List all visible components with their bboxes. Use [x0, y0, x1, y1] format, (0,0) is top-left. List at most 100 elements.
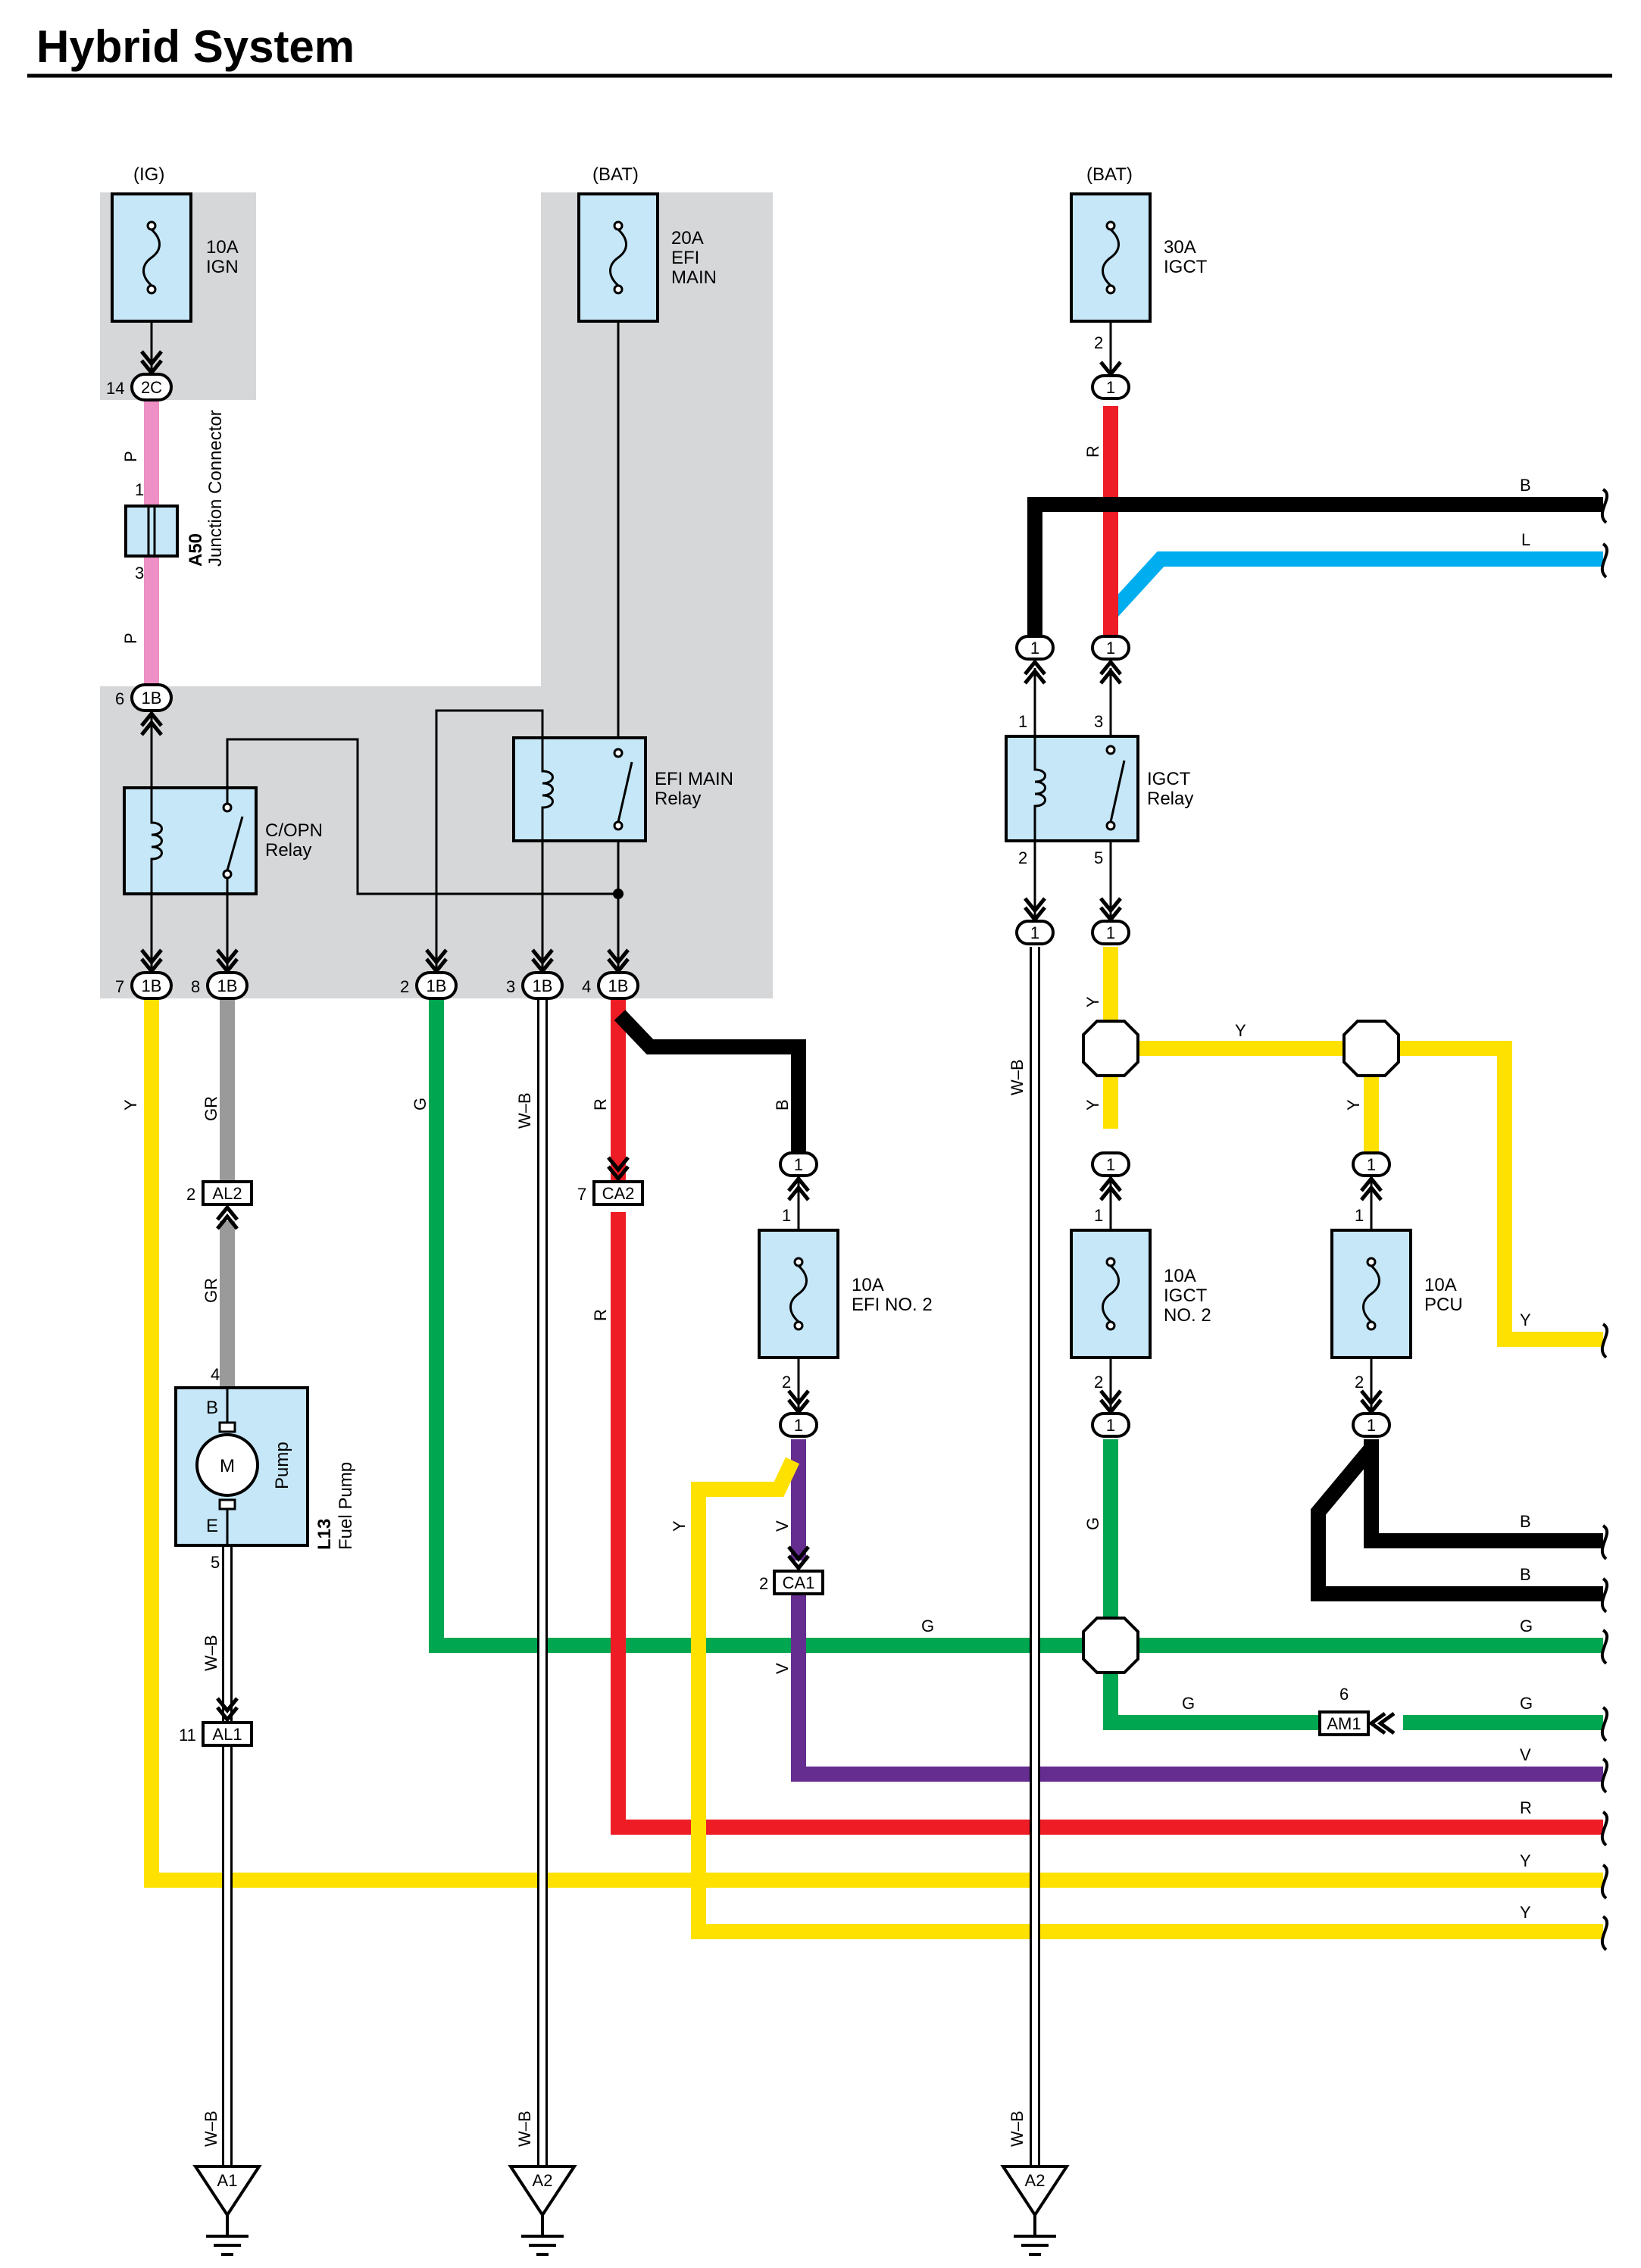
svg-text:V: V: [1520, 1745, 1531, 1764]
svg-text:Y: Y: [1520, 1903, 1531, 1922]
connector-2c: 2C: [130, 351, 173, 401]
svg-text:7: 7: [115, 977, 124, 996]
svg-text:A50: A50: [186, 533, 206, 567]
svg-text:Y: Y: [1235, 1021, 1246, 1040]
svg-text:1: 1: [1355, 1206, 1364, 1225]
svg-text:1: 1: [1094, 1206, 1103, 1225]
connector-1b-pin8: 1B: [206, 950, 248, 1000]
svg-text:W–B: W–B: [515, 1092, 534, 1129]
svg-text:B: B: [1520, 1565, 1531, 1584]
svg-text:Y: Y: [1520, 1311, 1531, 1329]
svg-text:1: 1: [1030, 923, 1039, 942]
svg-text:L13: L13: [314, 1519, 335, 1550]
inline-connectors: AL2 CA2 CA1 AL1 AM1: [202, 1157, 1396, 1747]
svg-text:IGCT: IGCT: [1164, 257, 1208, 277]
ground-a1: A1: [194, 2165, 261, 2256]
fuse-igct: 30A IGCT: [1070, 192, 1208, 323]
svg-text:1B: 1B: [217, 976, 238, 995]
connector-ca1: CA1: [773, 1547, 824, 1595]
page-title: Hybrid System: [36, 21, 355, 72]
ground-a2-right: A2: [1002, 2165, 1068, 2256]
fuel-pump-l13: M B E Pump L13 Fuel Pump: [174, 1386, 356, 1550]
svg-text:Y: Y: [1520, 1851, 1531, 1870]
svg-text:1B: 1B: [608, 976, 629, 995]
svg-text:1: 1: [1106, 378, 1115, 397]
svg-text:2: 2: [186, 1185, 195, 1204]
svg-text:A1: A1: [217, 2171, 238, 2190]
connector-1b-pin7: 1B: [130, 950, 173, 1000]
connector-relay-in-1: 1: [1015, 635, 1055, 683]
svg-text:1: 1: [135, 480, 144, 499]
svg-text:2C: 2C: [141, 378, 162, 397]
source-bat-2: (BAT): [1086, 164, 1133, 185]
connector-efi2-out: 1: [779, 1357, 818, 1438]
connector-relay-out-2: 1: [1015, 898, 1055, 945]
svg-text:5: 5: [1094, 848, 1103, 867]
svg-text:1: 1: [1367, 1416, 1376, 1435]
relay-igct: IGCT Relay: [1005, 735, 1193, 842]
svg-text:5: 5: [211, 1553, 220, 1572]
connector-relay-in-3: 1: [1091, 635, 1130, 683]
svg-text:B: B: [206, 1398, 218, 1418]
svg-text:1B: 1B: [533, 976, 553, 995]
svg-text:C/OPN: C/OPN: [265, 820, 323, 841]
svg-text:EFI: EFI: [671, 248, 699, 268]
source-ig: (IG): [133, 164, 164, 185]
connector-igct-in: 1: [1091, 362, 1130, 400]
svg-text:P: P: [121, 633, 140, 644]
svg-text:GR: GR: [202, 1096, 220, 1121]
connector-1b-pin4: 1B: [597, 950, 639, 1000]
svg-text:G: G: [1520, 1617, 1533, 1635]
svg-text:B: B: [1520, 1512, 1531, 1531]
svg-text:L: L: [1521, 530, 1530, 549]
svg-text:20A: 20A: [671, 228, 704, 248]
connector-am1: AM1: [1318, 1710, 1396, 1736]
svg-text:MAIN: MAIN: [671, 267, 717, 288]
svg-text:W–B: W–B: [202, 1635, 220, 1671]
svg-text:1: 1: [1018, 712, 1027, 731]
svg-text:EFI NO. 2: EFI NO. 2: [852, 1295, 933, 1315]
svg-text:A2: A2: [1025, 2171, 1046, 2190]
svg-text:R: R: [591, 1098, 610, 1111]
svg-text:3: 3: [506, 977, 515, 996]
connector-pcu-in: 1: [1352, 1151, 1391, 1230]
svg-text:Y: Y: [670, 1520, 689, 1532]
connector-al2: AL2: [202, 1180, 253, 1229]
connector-al1: AL1: [202, 1698, 253, 1747]
svg-text:2: 2: [782, 1373, 791, 1392]
svg-text:E: E: [206, 1516, 218, 1536]
svg-text:1: 1: [1106, 1416, 1115, 1435]
wire-black-pcu-1: [1364, 1439, 1603, 1548]
svg-text:4: 4: [582, 977, 591, 996]
fuse-efi-no2: 10A EFI NO. 2: [758, 1229, 933, 1359]
svg-text:W–B: W–B: [202, 2110, 220, 2147]
svg-text:IGCT: IGCT: [1147, 769, 1191, 789]
wire-black-efi2: [614, 1010, 806, 1151]
svg-text:2: 2: [1355, 1373, 1364, 1392]
svg-text:1: 1: [782, 1206, 791, 1225]
svg-text:CA1: CA1: [783, 1573, 815, 1592]
svg-text:Junction Connector: Junction Connector: [205, 410, 226, 567]
connector-1b-pin2: 1B: [415, 950, 458, 1000]
svg-text:G: G: [1520, 1694, 1533, 1713]
svg-text:B: B: [773, 1099, 792, 1111]
fuse-igct-no2: 10A IGCT NO. 2: [1070, 1229, 1211, 1359]
svg-text:AL1: AL1: [212, 1725, 242, 1744]
wires: [144, 309, 1603, 2166]
svg-text:2: 2: [1094, 1373, 1103, 1392]
svg-text:G: G: [921, 1617, 934, 1635]
svg-text:10A: 10A: [852, 1275, 884, 1295]
svg-text:A2: A2: [533, 2171, 553, 2190]
svg-text:Relay: Relay: [1147, 789, 1193, 809]
svg-text:3: 3: [1094, 712, 1103, 731]
svg-text:1B: 1B: [427, 976, 447, 995]
connector-efi2-in: 1: [779, 1151, 818, 1230]
svg-text:GR: GR: [202, 1278, 220, 1303]
svg-text:B: B: [1520, 476, 1531, 495]
svg-text:2: 2: [1018, 848, 1027, 867]
svg-text:R: R: [591, 1309, 610, 1321]
svg-text:6: 6: [115, 689, 124, 708]
wire-yellow-main: [144, 998, 1603, 1888]
svg-text:1: 1: [794, 1416, 803, 1435]
svg-text:14: 14: [106, 379, 124, 398]
